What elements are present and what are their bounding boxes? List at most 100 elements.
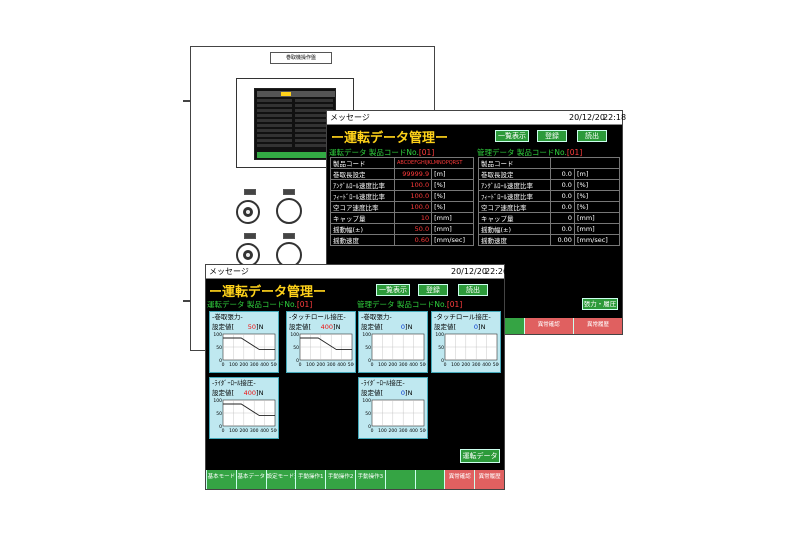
- row-value[interactable]: 99999.9: [393, 168, 433, 180]
- footer-button[interactable]: 異常履歴: [572, 318, 623, 334]
- row-value[interactable]: 0.0: [549, 179, 575, 191]
- panel-title: -タッチロール接圧-: [434, 313, 491, 321]
- chart-x-tick: 500: [420, 362, 426, 368]
- chart-x-tick: 500: [348, 362, 354, 368]
- footer-button[interactable]: 異常履歴: [474, 470, 504, 489]
- row-value[interactable]: 0.60: [393, 234, 433, 246]
- row-unit: [mm/sec]: [431, 234, 474, 246]
- panel-value[interactable]: 400: [320, 323, 334, 331]
- panel-setpoint: 設定値[400]N: [212, 389, 264, 397]
- chart-x-tick: 200: [389, 428, 398, 434]
- row-value[interactable]: [549, 157, 621, 169]
- row-value[interactable]: 50.0: [393, 223, 433, 235]
- row-value[interactable]: 100.0: [393, 179, 433, 191]
- list-button[interactable]: 一覧表示: [495, 130, 529, 142]
- row-value[interactable]: 0.0: [549, 223, 575, 235]
- panel-value[interactable]: 50: [247, 323, 257, 331]
- back-mg-label: 管理データ 製品コードNo.[01]: [477, 148, 583, 157]
- footer-button[interactable]: 基本データ: [235, 470, 266, 489]
- row-value[interactable]: ABCDEFGHIJKLMNOPQRST: [393, 157, 475, 169]
- chart-x-tick: 200: [389, 362, 398, 368]
- register-button[interactable]: 登録: [537, 130, 567, 142]
- chart-y-tick: 0: [296, 358, 299, 364]
- panel-value[interactable]: 0: [400, 389, 406, 397]
- chart-y-tick: 100: [435, 332, 444, 338]
- footer-button[interactable]: 設定モード選択・操作: [265, 470, 296, 489]
- run-data-button[interactable]: 運転データ: [460, 449, 500, 463]
- panel-value[interactable]: 0: [473, 323, 479, 331]
- panel-setpoint: 設定値[50]N: [212, 323, 264, 331]
- chart-x-tick: 300: [327, 362, 336, 368]
- chart-x-tick: 100: [378, 362, 387, 368]
- footer-button[interactable]: 基本モード: [206, 470, 236, 489]
- footer-button[interactable]: 手動操作2: [325, 470, 355, 489]
- chart-x-tick: 300: [399, 362, 408, 368]
- chart-x-tick: 300: [399, 428, 408, 434]
- row-value[interactable]: 10: [393, 212, 433, 224]
- back-heading: ー運転データ管理ー: [331, 131, 449, 146]
- panel-setpoint: 設定値[0]N: [361, 389, 413, 397]
- chart-y-tick: 50: [365, 345, 371, 351]
- footer-button[interactable]: [414, 470, 445, 489]
- chart-x-tick: 0: [371, 428, 374, 434]
- footer-button[interactable]: 手動操作3: [354, 470, 385, 489]
- chart-x-tick: 400: [482, 362, 491, 368]
- row-value[interactable]: 0.00: [549, 234, 575, 246]
- back-op-label: 運転データ 製品コードNo.[01]: [329, 148, 435, 157]
- row-label: 製品コード: [330, 157, 395, 169]
- front-register-button[interactable]: 登録: [418, 284, 448, 296]
- row-label: 空コア速度比率: [478, 201, 551, 213]
- footer-button[interactable]: 手動操作1: [295, 470, 326, 489]
- chart-y-tick: 100: [362, 332, 371, 338]
- row-label: 揺動幅(±): [478, 223, 551, 235]
- front-list-button[interactable]: 一覧表示: [376, 284, 410, 296]
- chart-x-tick: 200: [462, 362, 471, 368]
- emergency-button[interactable]: [276, 242, 302, 268]
- footer-button[interactable]: [384, 470, 415, 489]
- chart-y-tick: 50: [216, 345, 222, 351]
- chart-y-tick: 0: [441, 358, 444, 364]
- row-value[interactable]: 0.0: [549, 168, 575, 180]
- back-date: 20/12/20: [569, 113, 605, 122]
- panel-value[interactable]: 400: [243, 389, 257, 397]
- table-row: 揺動幅(±)0.0[mm]: [478, 223, 621, 235]
- chart-x-tick: 200: [240, 428, 249, 434]
- chart-x-tick: 400: [409, 362, 418, 368]
- call-button[interactable]: 読出: [577, 130, 607, 142]
- row-value[interactable]: 100.0: [393, 201, 433, 213]
- row-value[interactable]: 0.0: [549, 201, 575, 213]
- tension-panel[interactable]: -巻取張力-設定値[50]N1005000100200300400500: [209, 311, 279, 373]
- row-value[interactable]: 0.0: [549, 190, 575, 202]
- tension-panel[interactable]: -巻取張力-設定値[0]N1005000100200300400500: [358, 311, 428, 373]
- chart-y-tick: 0: [368, 424, 371, 430]
- chart-x-tick: 500: [271, 428, 277, 434]
- front-call-button[interactable]: 読出: [458, 284, 488, 296]
- panel-chart: 1005000100200300400500: [213, 398, 277, 434]
- back-titlebar: メッセージ 20/12/20 22:18: [327, 111, 626, 125]
- footer-button[interactable]: 異常確認: [444, 470, 475, 489]
- row-label: ｱﾝｸﾞﾙﾛｰﾙ速度比率: [330, 179, 395, 191]
- chart-x-tick: 500: [493, 362, 499, 368]
- chart-x-tick: 100: [378, 428, 387, 434]
- back-window: メッセージ 20/12/20 22:18 ー運転データ管理ー 一覧表示 登録 読…: [326, 110, 626, 335]
- row-label: 巻取長設定: [330, 168, 395, 180]
- footer-button[interactable]: 異常確認: [523, 318, 573, 334]
- chart-x-tick: 400: [260, 362, 269, 368]
- row-value[interactable]: 100.0: [393, 190, 433, 202]
- chart-x-tick: 400: [409, 428, 418, 434]
- panel-chart: 1005000100200300400500: [362, 398, 426, 434]
- tension-pressure-button[interactable]: 張力・履圧: [582, 298, 618, 310]
- push-button[interactable]: [276, 198, 302, 224]
- panel-value[interactable]: 0: [400, 323, 406, 331]
- tension-panel[interactable]: -タッチロール接圧-設定値[0]N1005000100200300400500: [431, 311, 501, 373]
- row-value[interactable]: 0: [549, 212, 575, 224]
- selector-switch[interactable]: [236, 200, 260, 224]
